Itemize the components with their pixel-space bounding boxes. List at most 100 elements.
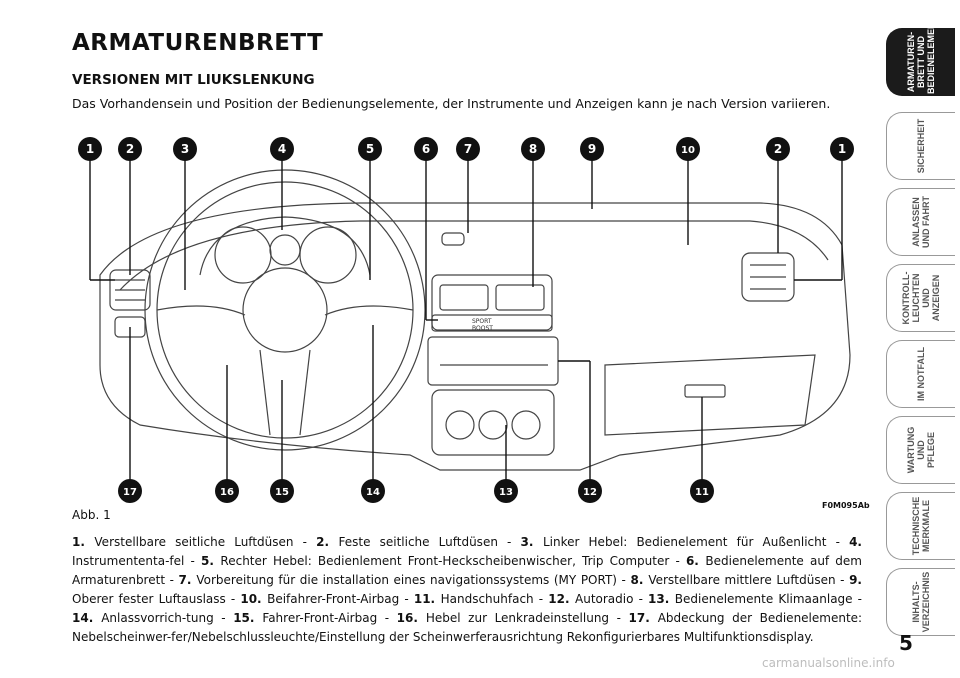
legend-text-4: Instrumententa-fel -: [72, 554, 201, 568]
callout-bottom-1: 16: [215, 479, 239, 503]
svg-text:7: 7: [464, 142, 472, 156]
legend-num-13: 13.: [648, 592, 675, 606]
chapter-tab-2[interactable]: SICHERHEIT: [886, 112, 955, 180]
callout-bottom-0: 17: [118, 479, 142, 503]
svg-text:10: 10: [681, 145, 695, 156]
legend-num-15: 15.: [233, 611, 263, 625]
svg-text:15: 15: [275, 487, 289, 498]
svg-text:14: 14: [366, 487, 380, 498]
legend-num-3: 3.: [520, 535, 543, 549]
watermark: carmanualsonline.info: [762, 656, 895, 670]
chapter-tab-7[interactable]: TECHNISCHE MERKMALE: [886, 492, 955, 560]
legend-text-6: Bedienelemente auf dem Armaturenbrett -: [72, 554, 862, 587]
callout-top-9: 10: [676, 137, 700, 161]
callout-top-4: 5: [358, 137, 382, 161]
chapter-tab-label: KONTROLL- LEUCHTEN UND ANZEIGEN: [901, 271, 941, 325]
chapter-tab-label: WARTUNG UND PFLEGE: [906, 426, 936, 474]
chapter-tab-8[interactable]: INHALTS- VERZEICHNIS: [886, 568, 955, 636]
legend-num-6: 6.: [685, 554, 706, 568]
callout-top-6: 7: [456, 137, 480, 161]
chapter-tab-label: ARMATUREN- BRETT UND BEDIENELEMENTE: [906, 10, 936, 94]
legend-num-10: 10.: [240, 592, 268, 606]
svg-text:9: 9: [588, 142, 596, 156]
chapter-tab-label: SICHERHEIT: [916, 118, 926, 174]
callout-top-7: 8: [521, 137, 545, 161]
svg-text:2: 2: [774, 142, 782, 156]
svg-text:11: 11: [695, 487, 709, 498]
legend-text-7: Vorbereitung für die installation eines …: [196, 573, 631, 587]
chapter-tab-label: IM NOTFALL: [916, 347, 926, 401]
legend-text-14: Anlassvorrich-tung -: [101, 611, 234, 625]
legend-text-3: Linker Hebel: Bedienelement für Außenlic…: [542, 535, 850, 549]
chapter-tab-label: INHALTS- VERZEICHNIS: [911, 571, 931, 633]
legend-num-16: 16.: [396, 611, 426, 625]
figure-caption: Abb. 1: [72, 508, 111, 522]
legend-text-2: Feste seitliche Luftdüsen -: [338, 535, 521, 549]
callouts-top: 1 2 3 4 5 6 7 8 9 10 2 1: [78, 137, 854, 161]
callout-top-8: 9: [580, 137, 604, 161]
legend-text-9: Oberer fester Luftauslass -: [72, 592, 241, 606]
panel-label-sport: SPORT: [472, 318, 492, 325]
legend-num-7: 7.: [178, 573, 197, 587]
callout-bottom-4: 13: [494, 479, 518, 503]
svg-text:13: 13: [499, 487, 513, 498]
chapter-tab-label: TECHNISCHE MERKMALE: [911, 496, 931, 556]
svg-text:1: 1: [838, 142, 846, 156]
intro-text: Das Vorhandensein und Position der Bedie…: [72, 96, 831, 111]
legend-num-14: 14.: [72, 611, 102, 625]
svg-text:5: 5: [366, 142, 374, 156]
callout-top-11: 1: [830, 137, 854, 161]
legend-num-9: 9.: [849, 573, 862, 587]
legend-text-5: Rechter Hebel: Bedienlement Front-Hecksc…: [220, 554, 686, 568]
svg-text:8: 8: [529, 142, 537, 156]
legend-text-10: Beifahrer-Front-Airbag -: [267, 592, 414, 606]
chapter-tabs: ARMATUREN- BRETT UND BEDIENELEMENTE SICHE…: [884, 10, 960, 636]
legend-num-5: 5.: [200, 554, 221, 568]
legend-num-11: 11.: [413, 592, 441, 606]
callout-bottom-3: 14: [361, 479, 385, 503]
page-number: 5: [899, 631, 913, 655]
callout-bottom-2: 15: [270, 479, 294, 503]
legend-text-15: Fahrer-Front-Airbag -: [262, 611, 397, 625]
chapter-tab-1[interactable]: ARMATUREN- BRETT UND BEDIENELEMENTE: [886, 10, 955, 96]
legend-text-12: Autoradio -: [575, 592, 649, 606]
svg-text:1: 1: [86, 142, 94, 156]
panel-label-boost: BOOST: [472, 325, 493, 332]
figure-code: F0M095Ab: [822, 501, 870, 510]
svg-text:2: 2: [126, 142, 134, 156]
legend-text-1: Verstellbare seitliche Luftdüsen -: [94, 535, 317, 549]
svg-text:3: 3: [181, 142, 189, 156]
chapter-tab-4[interactable]: KONTROLL- LEUCHTEN UND ANZEIGEN: [886, 264, 955, 332]
legend-num-17: 17.: [628, 611, 658, 625]
svg-text:12: 12: [583, 487, 597, 498]
chapter-tab-3[interactable]: ANLASSEN UND FAHRT: [886, 188, 955, 256]
svg-text:4: 4: [278, 142, 286, 156]
callout-top-5: 6: [414, 137, 438, 161]
chapter-tab-label: ANLASSEN UND FAHRT: [911, 196, 931, 248]
legend-num-12: 12.: [548, 592, 575, 606]
section-title: VERSIONEN MIT LIUKSLENKUNG: [72, 72, 315, 88]
legend-num-1: 1.: [72, 535, 95, 549]
page-title: ARMATURENBRETT: [72, 30, 324, 56]
legend-text-16: Hebel zur Lenkradeinstellung -: [425, 611, 629, 625]
legend-text-11: Handschuhfach -: [440, 592, 549, 606]
legend-num-4: 4.: [849, 535, 862, 549]
svg-text:6: 6: [422, 142, 430, 156]
callout-top-3: 4: [270, 137, 294, 161]
callout-top-0: 1: [78, 137, 102, 161]
legend-num-2: 2.: [316, 535, 339, 549]
callouts-bottom: 17 16 15 14 13 12 11: [118, 479, 714, 503]
chapter-tab-6[interactable]: WARTUNG UND PFLEGE: [886, 416, 955, 484]
legend-text: 1. Verstellbare seitliche Luftdüsen - 2.…: [72, 533, 862, 647]
callout-bottom-6: 11: [690, 479, 714, 503]
svg-text:17: 17: [123, 487, 137, 498]
callout-bottom-5: 12: [578, 479, 602, 503]
callout-top-10: 2: [766, 137, 790, 161]
svg-text:16: 16: [220, 487, 234, 498]
legend-num-8: 8.: [630, 573, 649, 587]
chapter-tab-5[interactable]: IM NOTFALL: [886, 340, 955, 408]
callout-top-2: 3: [173, 137, 197, 161]
legend-text-17: Abdeckung der Bedienelemente: Nebelschei…: [72, 611, 863, 644]
